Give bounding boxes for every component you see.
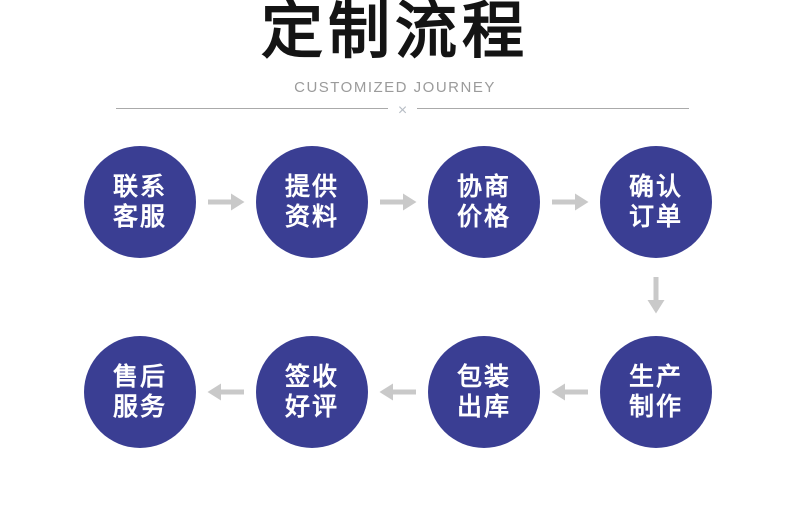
arrow-left-icon [551, 383, 588, 401]
page-title: 定制流程 [260, 0, 529, 66]
divider-x-icon: × [397, 102, 408, 119]
step-label-line: 生产 [628, 363, 683, 391]
divider-line-right [417, 108, 689, 109]
step-label-line: 出库 [456, 393, 511, 421]
step-label-line: 包装 [456, 363, 511, 391]
step-label-line: 订单 [628, 203, 683, 231]
arrow-left-icon [207, 383, 244, 401]
step-label-line: 售后 [112, 363, 167, 391]
step-label-line: 签收 [284, 363, 339, 391]
step-circle-contact-service: 联系 客服 [84, 146, 196, 258]
arrow-left-icon [379, 383, 416, 401]
arrow-right-icon [208, 193, 245, 211]
step-label-line: 制作 [628, 393, 683, 421]
arrow-down-icon [647, 277, 665, 314]
step-label-line: 好评 [284, 393, 339, 421]
step-label-line: 客服 [112, 203, 167, 231]
step-circle-negotiate-price: 协商 价格 [428, 146, 540, 258]
step-label-line: 联系 [112, 173, 167, 201]
step-circle-confirm-order: 确认 订单 [600, 146, 712, 258]
page-subtitle: CUSTOMIZED JOURNEY [294, 79, 496, 96]
divider-line-left [116, 108, 388, 109]
step-circle-sign-review: 签收 好评 [256, 336, 368, 448]
step-circle-provide-materials: 提供 资料 [256, 146, 368, 258]
step-label-line: 服务 [112, 393, 167, 421]
divider: × [116, 100, 689, 119]
step-circle-after-sales-service: 售后 服务 [84, 336, 196, 448]
step-label-line: 提供 [284, 173, 339, 201]
step-label-line: 协商 [456, 173, 511, 201]
step-circle-packaging-shipping: 包装 出库 [428, 336, 540, 448]
arrow-right-icon [552, 193, 589, 211]
step-label-line: 价格 [456, 203, 511, 231]
step-circle-production: 生产 制作 [600, 336, 712, 448]
arrow-right-icon [380, 193, 417, 211]
step-label-line: 确认 [628, 173, 683, 201]
step-label-line: 资料 [284, 203, 339, 231]
